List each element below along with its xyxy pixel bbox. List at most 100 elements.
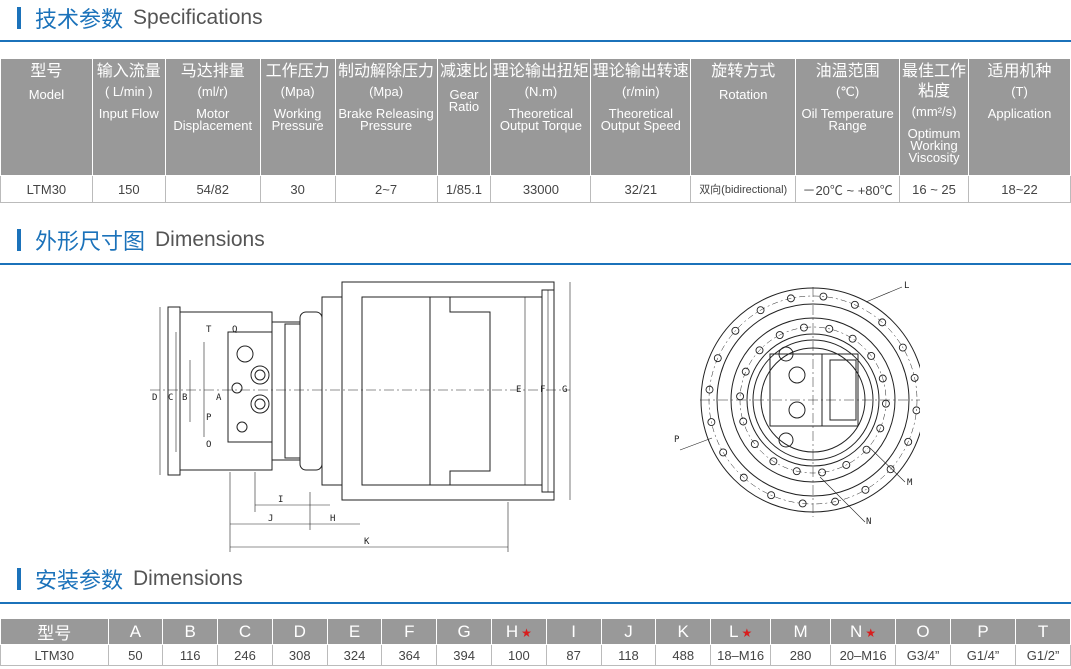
dim-header-cell: A xyxy=(107,618,164,645)
spec-header-cell: 理论输出转速(r/min)Theoretical Output Speed xyxy=(590,58,692,176)
dim-header-cell: G xyxy=(436,618,492,645)
spec-cell: 54/82 xyxy=(164,175,261,203)
spec-header-cell: 工作压力(Mpa)Working Pressure xyxy=(259,58,336,176)
dim-cell: 18–M16 xyxy=(710,644,772,666)
dim-cell: 280 xyxy=(770,644,832,666)
bolt-hole xyxy=(819,292,828,301)
bolt-hole xyxy=(850,300,859,309)
dim-header-label: E xyxy=(348,621,361,641)
spec-header-en: Input Flow xyxy=(98,106,159,121)
spec-header-en: Model xyxy=(28,87,65,102)
section-title-en: Dimensions xyxy=(133,567,243,590)
dim-cell: 364 xyxy=(381,644,438,666)
bolt-hole xyxy=(731,326,740,335)
spec-header-en: Oil Temperature Range xyxy=(801,106,894,133)
spec-cell: 双向(bidirectional) xyxy=(690,175,797,203)
label-Q: Q xyxy=(232,325,237,335)
dim-header-label: P xyxy=(977,621,989,641)
bolt-hole xyxy=(818,468,827,477)
spec-header-cell: 适用机种(T)Application xyxy=(968,58,1071,176)
dim-header-cell: J xyxy=(600,618,657,645)
spec-header-unit: (r/min) xyxy=(622,84,660,99)
bolt-hole xyxy=(792,467,801,476)
spec-header-en: Brake Releasing Pressure xyxy=(338,106,434,133)
bolt-hole xyxy=(755,346,764,355)
label-H: H xyxy=(330,514,335,524)
label-P: P xyxy=(206,413,212,423)
spec-header-cn: 最佳工作粘度 xyxy=(902,61,967,100)
label-D: D xyxy=(152,393,157,403)
label-A: A xyxy=(216,393,222,403)
spec-header-unit: (Mpa) xyxy=(280,84,315,99)
bolt-hole xyxy=(799,323,808,332)
spec-header-en: Gear Ratio xyxy=(448,87,480,114)
dim-header-label: N xyxy=(850,621,863,641)
dim-header-label: A xyxy=(129,621,142,641)
spec-cell: 1/85.1 xyxy=(436,175,492,203)
spec-cell: LTM30 xyxy=(0,175,93,203)
dim-header-cell: H★ xyxy=(490,618,547,645)
bolt-hole xyxy=(739,417,748,426)
label-B: B xyxy=(182,393,187,403)
spec-header-cell: 最佳工作粘度(mm²/s)Optimum Working Viscosity xyxy=(899,58,970,176)
bolt-hole xyxy=(848,334,857,343)
dim-cell: 50 xyxy=(107,644,164,666)
dim-header-label: I xyxy=(571,621,577,641)
spec-header-cn: 适用机种 xyxy=(987,61,1052,80)
dim-cell: 118 xyxy=(600,644,657,666)
star-icon: ★ xyxy=(521,625,532,640)
label-I: I xyxy=(278,495,283,505)
dim-header-label: B xyxy=(184,621,196,641)
bolt-hole xyxy=(741,367,750,376)
dim-header-label: D xyxy=(293,621,306,641)
dim-cell: 87 xyxy=(545,644,602,666)
bolt-hole xyxy=(876,424,885,433)
section-rule xyxy=(0,263,1071,265)
spec-header-cn: 减速比 xyxy=(439,61,488,80)
spec-header-unit: ( L/min ) xyxy=(104,84,153,99)
dim-cell: 116 xyxy=(162,644,219,666)
dim-header-cell: 型号 xyxy=(0,618,109,645)
dim-cell: G1/4” xyxy=(949,644,1017,666)
label-K: K xyxy=(364,537,370,547)
section-title-cn: 安装参数 xyxy=(35,569,124,594)
bolt-hole xyxy=(713,354,722,363)
bolt-hole xyxy=(910,373,919,382)
label-G: G xyxy=(562,385,567,395)
dim-cell: 20–M16 xyxy=(830,644,897,666)
dim-header-label: 型号 xyxy=(37,624,72,643)
dim-header-label: K xyxy=(677,621,689,641)
bolt-hole xyxy=(750,440,759,449)
bolt-hole xyxy=(912,406,920,415)
port-t xyxy=(236,345,254,363)
dim-cell: G1/2” xyxy=(1015,644,1071,666)
dim-header-cell: M xyxy=(770,618,832,645)
spec-header-cn: 理论输出转速 xyxy=(592,61,689,80)
dim-header-cell: E xyxy=(326,618,383,645)
bolt-hole xyxy=(707,418,716,427)
spec-header-cn: 马达排量 xyxy=(180,61,245,80)
bolt-hole xyxy=(736,392,745,401)
spec-header-unit: (mm²/s) xyxy=(911,104,957,119)
dim-header-label: T xyxy=(1037,621,1049,641)
dim-header-label: H xyxy=(505,621,519,641)
spec-header-cn: 理论输出扭矩 xyxy=(492,61,589,80)
valve-block xyxy=(227,331,273,443)
spec-header-cn: 旋转方式 xyxy=(711,61,776,80)
spec-cell: 150 xyxy=(91,175,166,203)
dim-header-cell: T xyxy=(1015,618,1071,645)
dim-header-cell: C xyxy=(217,618,273,645)
spec-header-unit: (℃) xyxy=(835,84,860,99)
spec-cell: 16 ~ 25 xyxy=(899,175,970,203)
bolt-hole xyxy=(705,385,714,394)
motor-end-plate xyxy=(167,306,181,476)
section-title-install: 安装参数 Dimensions xyxy=(17,564,243,594)
spec-header-cn: 油温范围 xyxy=(815,61,880,80)
spec-header-en: Application xyxy=(987,106,1052,121)
spec-header-cn: 输入流量 xyxy=(96,61,161,80)
bolt-hole xyxy=(867,351,876,360)
